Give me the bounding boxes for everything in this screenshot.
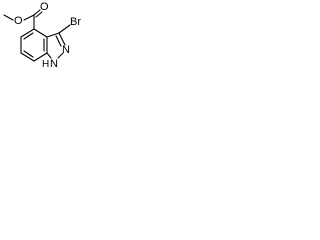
ring-inner-bond-1 — [23, 32, 34, 40]
ring-nh-nitrogen-label: N — [50, 58, 58, 70]
bromine-label: Br — [70, 16, 81, 28]
ester-o-c-bond — [23, 14, 35, 21]
pyrazole-bond-n2-n1 — [57, 52, 64, 59]
carbonyl-double-bond-b — [35, 11, 43, 18]
ether-oxygen-label: O — [14, 15, 23, 27]
ring-inner-bond-2 — [23, 50, 34, 58]
molecule-structure: O O Br N N H — [3, 1, 81, 70]
pyrazole-bond-n1-c7a — [46, 52, 52, 59]
carbonyl-oxygen-label: O — [40, 1, 49, 13]
ring-nitrogen-label: N — [62, 44, 70, 56]
ring-bond-c4-c5 — [20, 28, 35, 38]
pyrazole-bond-c3-n2-b — [55, 35, 62, 47]
pyrazole-bond-c3-n2-a — [58, 32, 66, 46]
methyl-bond — [3, 14, 14, 21]
ring-bond-c3a-c4 — [33, 28, 48, 38]
pyrazole-bond-c3a-c3 — [46, 32, 60, 38]
nh-hydrogen-label: H — [42, 59, 49, 70]
bromine-bond — [58, 24, 71, 34]
carbonyl-double-bond-a — [33, 9, 41, 16]
ring-bond-c7-c7a — [33, 52, 48, 62]
ring-bond-c6-c7 — [20, 52, 35, 62]
